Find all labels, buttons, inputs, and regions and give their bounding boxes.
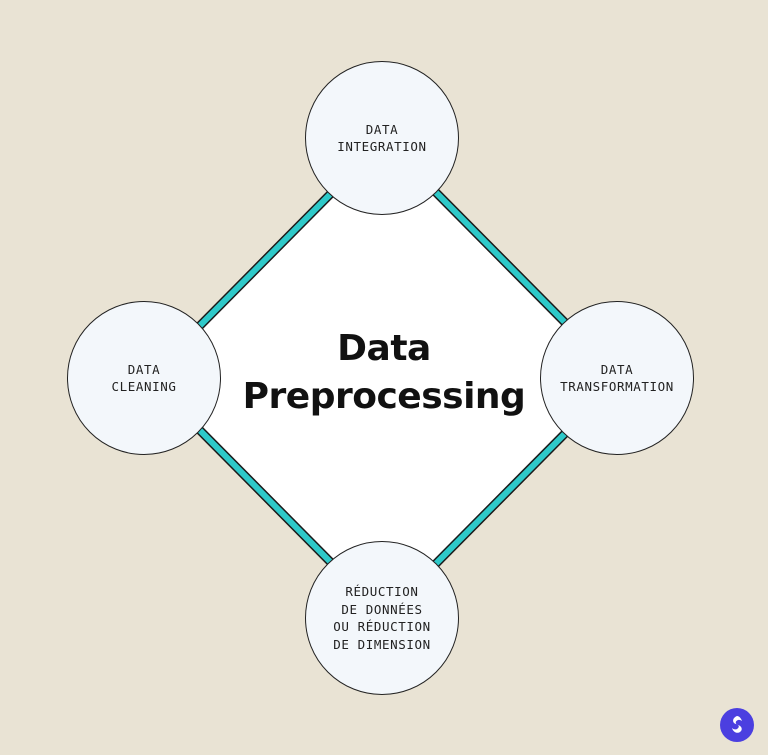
- node-label: DATA INTEGRATION: [337, 121, 427, 155]
- node-label: RÉDUCTION DE DONNÉES OU RÉDUCTION DE DIM…: [333, 584, 431, 652]
- node-data-integration: DATA INTEGRATION: [305, 61, 459, 215]
- brand-logo-icon: [720, 708, 754, 742]
- diagram-title: Data Preprocessing: [242, 328, 526, 417]
- node-data-transformation: DATA TRANSFORMATION: [540, 301, 694, 455]
- brand-logo-glyph: [732, 716, 742, 733]
- node-data-cleaning: DATA CLEANING: [67, 301, 221, 455]
- node-label: DATA TRANSFORMATION: [560, 361, 674, 395]
- node-label: DATA CLEANING: [111, 361, 177, 395]
- node-data-reduction: RÉDUCTION DE DONNÉES OU RÉDUCTION DE DIM…: [305, 541, 459, 695]
